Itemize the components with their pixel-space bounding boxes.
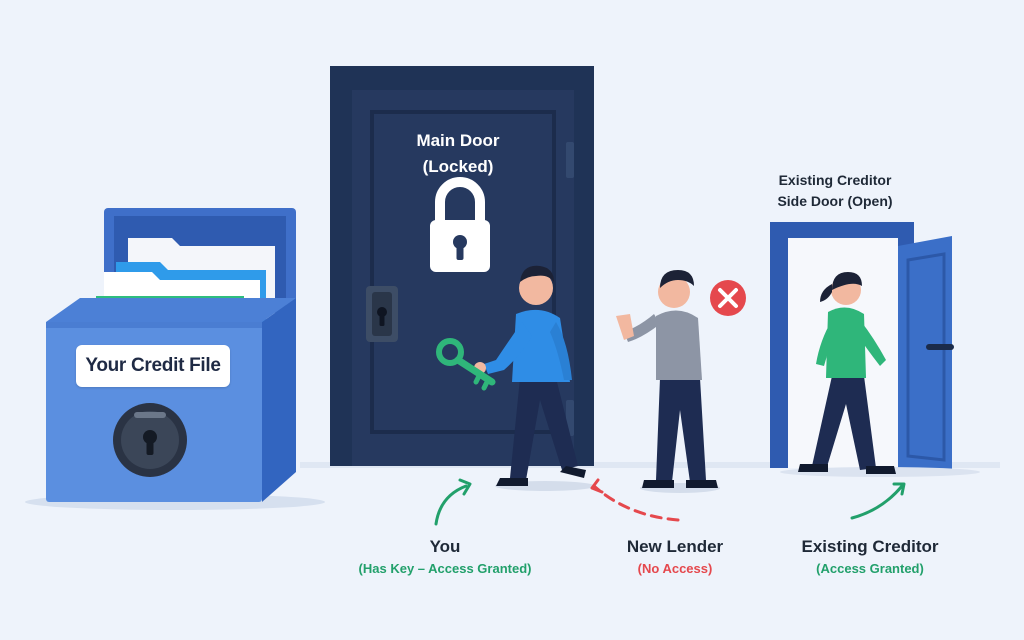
new-lender-label: New Lender	[626, 537, 724, 556]
side-door-handle	[926, 344, 954, 350]
main-door-title-line1: Main Door	[416, 131, 500, 150]
arrow-icon	[434, 478, 472, 526]
side-door-title: Existing Creditor Side Door (Open)	[760, 170, 910, 212]
door-hinge-top	[566, 142, 574, 178]
key-icon	[436, 338, 496, 391]
side-door-leaf	[898, 236, 952, 474]
keyhole-icon	[377, 307, 387, 326]
credit-file-label: Your Credit File	[76, 345, 230, 387]
main-door-title: Main Door (Locked)	[388, 128, 528, 180]
cabinet-lock-bar	[134, 412, 166, 418]
main-door-title-line2: (Locked)	[422, 157, 494, 176]
you-status: (Has Key – Access Granted)	[358, 561, 532, 576]
you-label: You	[429, 537, 461, 556]
side-door-leaf-panel	[906, 252, 946, 462]
main-door-inset	[370, 110, 556, 434]
new-lender-status: (No Access)	[637, 561, 713, 576]
existing-creditor-label: Existing Creditor	[801, 537, 939, 556]
arrow-icon	[590, 478, 680, 522]
padlock-icon	[430, 177, 490, 272]
floor-band	[300, 462, 1000, 468]
cabinet-front-shade	[46, 322, 262, 328]
credit-file-label-text: Your Credit File	[85, 355, 221, 376]
side-door	[770, 222, 954, 474]
side-door-title-line2: Side Door (Open)	[777, 193, 893, 209]
person-you	[474, 265, 595, 491]
cabinet-side	[262, 298, 296, 502]
person-existing-creditor	[798, 272, 896, 474]
deny-x-icon	[710, 280, 746, 316]
cabinet-front-top	[46, 298, 296, 322]
arrow-icon	[850, 482, 906, 520]
keyhole-icon	[143, 430, 157, 455]
side-door-title-line1: Existing Creditor	[778, 172, 892, 188]
person-new-lender	[616, 270, 720, 493]
existing-creditor-status: (Access Granted)	[816, 561, 924, 576]
